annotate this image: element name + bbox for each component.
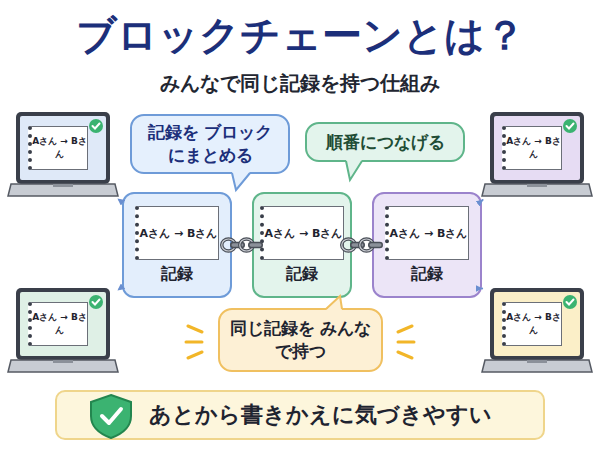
laptop-computer: Aさん → Bさん — [8, 112, 118, 200]
laptop-notch — [527, 360, 547, 363]
chain-ring-shine — [360, 239, 374, 251]
record-block: Aさん → Bさん記録 — [252, 192, 352, 298]
chain-ring-edge — [249, 243, 263, 248]
laptop-lid — [16, 288, 110, 360]
chain-ring — [342, 239, 356, 251]
chain-ring — [360, 239, 374, 251]
callout-text: 順番につなげる — [326, 131, 445, 154]
callout-bubble: 順番につなげる — [305, 122, 465, 162]
chain-ring-edge — [369, 243, 383, 248]
subtitle: みんなで同じ記録を持つ仕組み — [0, 70, 600, 97]
laptop-notch — [53, 184, 73, 187]
block-label: 記録 — [374, 264, 480, 285]
check-badge — [563, 295, 577, 309]
laptop-screen — [20, 292, 106, 356]
check-badge — [89, 119, 103, 133]
dotted-arrow — [118, 287, 122, 290]
diagram-title: ブロックチェーンとは？ — [0, 8, 600, 63]
chain-link — [222, 239, 263, 251]
check-mark — [93, 300, 100, 305]
callout-tail — [326, 296, 342, 309]
check-mark — [567, 300, 574, 305]
laptop-screen — [494, 116, 580, 180]
laptop-lid — [490, 112, 584, 184]
banner-text: あとから書きかえに気づきやすい — [149, 400, 492, 430]
chain-ring — [240, 239, 254, 251]
chain-ring-shine — [240, 239, 254, 251]
chain-ring-shine — [222, 239, 236, 251]
check-mark — [567, 124, 574, 129]
callout-tail — [346, 161, 362, 180]
laptop-computer: Aさん → Bさん — [8, 288, 118, 376]
callout-bubble: 同じ記録を みんなで持つ — [218, 308, 383, 372]
laptop-notch — [53, 360, 73, 363]
laptop-screen — [20, 116, 106, 180]
callout-bubble: 記録を ブロックにまとめる — [130, 114, 290, 174]
check-badge — [563, 119, 577, 133]
laptop-notch — [527, 184, 547, 187]
record-paper: Aさん → Bさん — [28, 302, 88, 346]
chain-link — [342, 239, 383, 251]
record-paper: Aさん → Bさん — [135, 206, 219, 260]
laptop-screen — [494, 292, 580, 356]
dotted-arrow — [118, 199, 122, 202]
laptop-lid — [490, 288, 584, 360]
laptop-base — [482, 360, 592, 372]
check-badge — [89, 295, 103, 309]
laptop-lid — [16, 112, 110, 184]
record-block: Aさん → Bさん記録 — [372, 192, 482, 298]
callout-text: 同じ記録を みんなで持つ — [228, 317, 373, 363]
laptop-base — [8, 360, 118, 372]
block-label: 記録 — [254, 264, 350, 285]
record-paper: Aさん → Bさん — [260, 206, 344, 260]
chain-ring — [222, 239, 236, 251]
dotted-line — [118, 199, 122, 202]
dotted-arrow — [482, 200, 484, 202]
chain-ring-edge — [351, 243, 365, 248]
benefit-banner: あとから書きかえに気づきやすい — [55, 390, 545, 440]
check-mark — [93, 124, 100, 129]
record-paper: Aさん → Bさん — [502, 302, 562, 346]
bubble-text-group: 同じ記録を みんなで持つ — [228, 317, 373, 363]
record-paper: Aさん → Bさん — [28, 126, 88, 170]
sparkle-lines — [186, 326, 414, 358]
laptop-base — [8, 184, 118, 196]
callout-tail — [232, 172, 250, 190]
laptop-computer: Aさん → Bさん — [482, 112, 592, 200]
callout-tail — [326, 296, 342, 310]
record-paper: Aさん → Bさん — [385, 206, 469, 260]
chain-ring-edge — [231, 243, 245, 248]
block-label: 記録 — [124, 264, 230, 285]
bubble-text-group: 順番につなげる — [326, 131, 445, 154]
callout-tail — [346, 160, 362, 180]
dotted-line — [481, 199, 484, 202]
chain-ring-shine — [342, 239, 356, 251]
callout-tail — [232, 173, 250, 190]
callout-text: 記録を ブロックにまとめる — [140, 121, 280, 167]
dotted-line — [118, 287, 122, 290]
record-block: Aさん → Bさん記録 — [122, 192, 232, 298]
laptop-base — [482, 184, 592, 196]
laptop-computer: Aさん → Bさん — [482, 288, 592, 376]
bubble-text-group: 記録を ブロックにまとめる — [140, 121, 280, 167]
shield-icon — [91, 395, 131, 438]
record-paper: Aさん → Bさん — [502, 126, 562, 170]
